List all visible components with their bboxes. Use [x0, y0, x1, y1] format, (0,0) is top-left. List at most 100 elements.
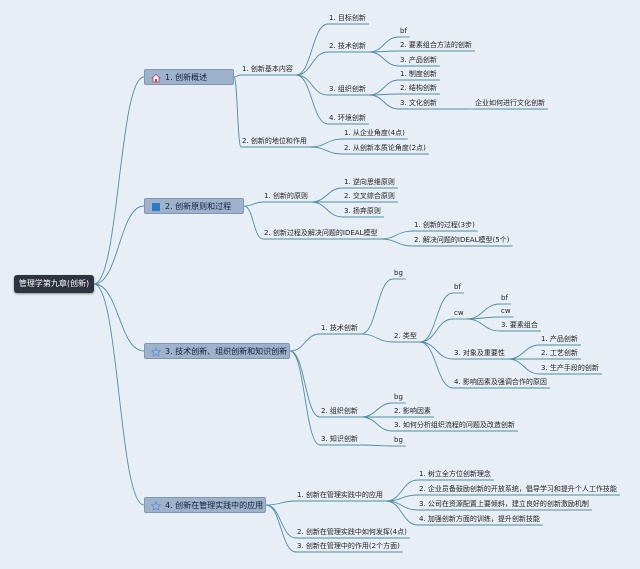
connector	[289, 333, 321, 352]
main-connector	[93, 283, 145, 352]
connector	[385, 500, 419, 511]
topic-node[interactable]: 2. 创新的地位和作用	[242, 137, 307, 145]
leaf-node[interactable]: 2. 要素组合方法的创新	[400, 41, 472, 49]
topic-node[interactable]: cw	[454, 309, 464, 317]
leaf-node[interactable]: 企业如何进行文化创新	[475, 99, 545, 107]
connector	[380, 238, 414, 247]
leaf-node[interactable]: bf	[454, 283, 461, 291]
leaf-node[interactable]: bg	[394, 393, 403, 401]
topic-node[interactable]: 3. 组织创新	[329, 85, 366, 93]
leaf-node[interactable]: 3. 产品创新	[400, 56, 437, 64]
connector	[507, 358, 541, 375]
leaf-node[interactable]: 1. 产品创新	[541, 335, 578, 343]
connector	[243, 205, 264, 240]
connector	[295, 74, 329, 125]
leaf-node[interactable]: 3. 要素组合	[501, 321, 538, 329]
root-topic[interactable]: 管理学第九章(创新)	[14, 275, 94, 293]
connector	[233, 76, 242, 148]
leaf-node[interactable]: 3. 扬弃原则	[344, 207, 381, 215]
connector	[466, 316, 501, 320]
connector	[243, 201, 264, 207]
connector	[309, 146, 344, 155]
connector	[419, 341, 454, 360]
topic-node[interactable]: 2. 类型	[394, 332, 417, 340]
connector	[360, 416, 394, 432]
connector	[360, 444, 394, 447]
main-connector	[93, 76, 145, 285]
leaf-node[interactable]: 1. 制度创新	[400, 70, 437, 78]
leaf-node[interactable]: 4. 影响因素及强调合作的原因	[454, 378, 547, 386]
leaf-node[interactable]: 2. 工艺创新	[541, 349, 578, 357]
leaf-node[interactable]: 3. 公司在资源配置上要倾斜，建立良好的创新激励机制	[419, 500, 589, 508]
connector	[289, 350, 321, 446]
main-topic-3[interactable]: 3. 技术创新、组织创新和知识创新	[144, 343, 290, 359]
connector	[507, 344, 541, 360]
topic-node[interactable]: 3. 文化创新	[400, 99, 437, 107]
topic-node[interactable]: 1. 技术创新	[321, 324, 358, 332]
connector	[466, 318, 501, 332]
connector	[419, 292, 454, 343]
connector	[368, 79, 400, 96]
connector	[368, 94, 400, 110]
leaf-node[interactable]: 2. 解决问题的IDEAL模型(5个)	[414, 236, 510, 244]
leaf-node[interactable]: 3. 如何分析组织流程的问题及改造创新	[394, 421, 515, 429]
connector	[368, 51, 400, 67]
leaf-node[interactable]: 1. 树立全方位创新理念	[419, 470, 491, 478]
leaf-node[interactable]: 2. 影响因素	[394, 407, 431, 415]
connector	[295, 51, 329, 76]
square-icon	[152, 203, 160, 211]
connector	[265, 504, 297, 539]
connector	[265, 500, 297, 506]
connector	[380, 230, 414, 240]
topic-node[interactable]: 1. 创新在管理实践中的应用	[297, 491, 383, 499]
main-connector	[93, 283, 145, 506]
connector	[295, 74, 329, 96]
connector	[265, 504, 297, 553]
leaf-node[interactable]: bf	[400, 27, 407, 35]
leaf-node[interactable]: 1. 逆向思维原则	[344, 178, 395, 186]
leaf-node[interactable]: 2. 企业员备鼓励创新的开放系统，倡导学习和提升个人工作技能	[419, 485, 617, 493]
leaf-node[interactable]: 3. 生产手段的创新	[541, 364, 599, 372]
connector	[310, 187, 344, 203]
leaf-node[interactable]: 2. 从创新本质论角度(2点)	[344, 144, 426, 152]
connector	[385, 479, 419, 502]
main-topic-label: 1. 创新概述	[165, 73, 208, 82]
star-icon	[151, 501, 161, 511]
main-topic-label: 2. 创新原则和过程	[165, 202, 232, 211]
connector	[360, 333, 394, 343]
main-topic-2[interactable]: 2. 创新原则和过程	[144, 198, 244, 214]
leaf-node[interactable]: 2. 交叉综合原则	[344, 192, 395, 200]
connector	[360, 402, 394, 418]
topic-node[interactable]: 3. 知识创新	[321, 435, 358, 443]
leaf-node[interactable]: 2. 结构创新	[400, 84, 437, 92]
leaf-node[interactable]: 1. 从企业角度(4点)	[344, 129, 405, 137]
topic-node[interactable]: 1. 创新基本内容	[242, 65, 293, 73]
main-topic-1[interactable]: 1. 创新概述	[144, 69, 234, 85]
leaf-node[interactable]: 2. 创新在管理实践中如何发挥(4点)	[297, 528, 407, 536]
leaf-node[interactable]: bg	[394, 436, 403, 444]
topic-node[interactable]: 2. 创新过程及解决问题的IDEAL模型	[264, 229, 378, 237]
leaf-node[interactable]: 4. 加强创新方面的训练，提升创新技能	[419, 515, 540, 523]
topic-node[interactable]: 3. 对象及重要性	[454, 349, 505, 357]
topic-node[interactable]: 2. 组织创新	[321, 407, 358, 415]
leaf-node[interactable]: cw	[501, 307, 511, 315]
leaf-node[interactable]: 3. 创新在管理中的作用(2个方面)	[297, 542, 400, 550]
topic-node[interactable]: 2. 技术创新	[329, 42, 366, 50]
leaf-node[interactable]: bf	[501, 294, 508, 302]
main-connector	[93, 205, 145, 285]
topic-node[interactable]: 1. 创新的原则	[264, 192, 308, 200]
main-topic-4[interactable]: 4. 创新在管理实践中的应用	[144, 497, 266, 513]
leaf-node[interactable]: 1. 创新的过程(3步)	[414, 221, 475, 229]
connector	[310, 201, 344, 218]
connector	[309, 138, 344, 148]
leaf-node[interactable]: bg	[394, 269, 403, 277]
main-topic-label: 4. 创新在管理实践中的应用	[165, 501, 264, 510]
main-topic-label: 3. 技术创新、组织创新和知识创新	[165, 347, 288, 356]
connector	[360, 278, 394, 335]
connector	[419, 341, 454, 389]
leaf-node[interactable]: 4. 环境创新	[329, 114, 366, 122]
leaf-node[interactable]: 1. 目标创新	[329, 14, 366, 22]
home-icon	[151, 73, 161, 83]
